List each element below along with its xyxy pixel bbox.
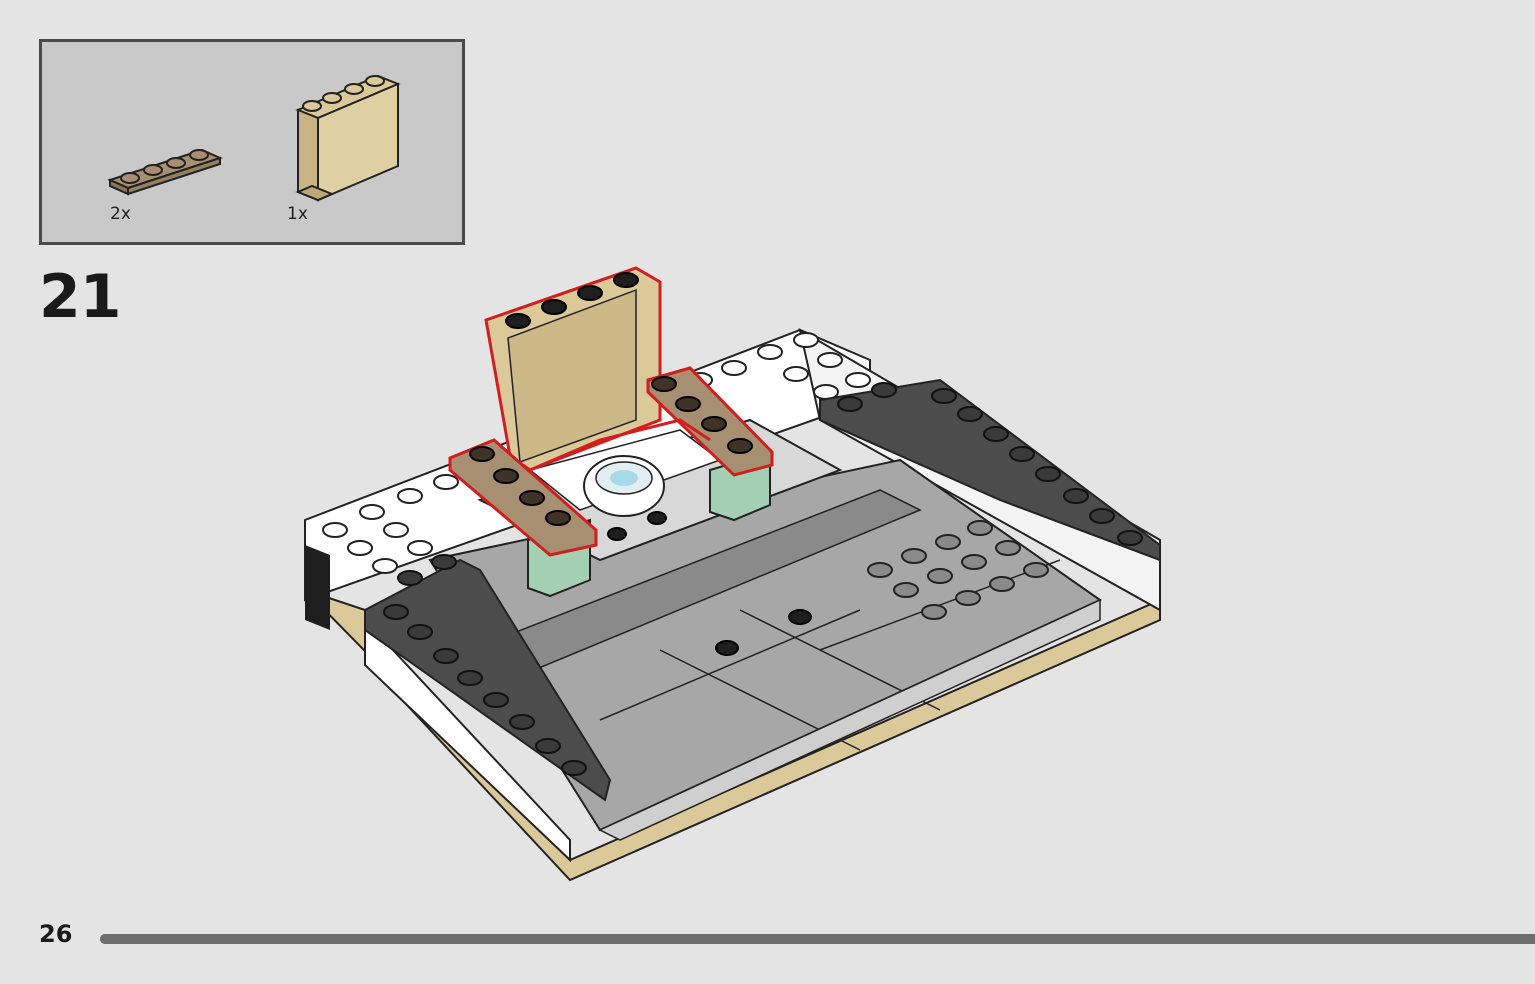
center-tiles xyxy=(477,418,843,562)
white-walls xyxy=(304,327,1161,863)
new-parts-highlight xyxy=(448,266,774,557)
part-panel-1x4x3 xyxy=(295,74,401,202)
tan-base xyxy=(304,589,1161,882)
progress-bar xyxy=(100,934,1535,944)
progress-bar-fill xyxy=(100,934,1492,944)
part-count-plate: 2x xyxy=(110,204,131,224)
white-bowl xyxy=(583,455,665,517)
part-count-panel: 1x xyxy=(287,204,308,224)
sand-green-pillars xyxy=(527,450,771,598)
gray-floor xyxy=(428,458,1103,841)
dark-gray-right-wall xyxy=(819,378,1161,562)
floor-studs xyxy=(867,520,1049,620)
step-number: 21 xyxy=(39,262,121,332)
dark-gray-left-wall xyxy=(364,554,612,802)
part-plate-1x4 xyxy=(107,148,223,196)
black-studs xyxy=(607,511,812,656)
parts-list-box: 2x 1x xyxy=(39,39,465,245)
parts-illustration xyxy=(107,74,401,202)
page-number: 26 xyxy=(39,920,73,948)
white-studs xyxy=(322,332,871,574)
